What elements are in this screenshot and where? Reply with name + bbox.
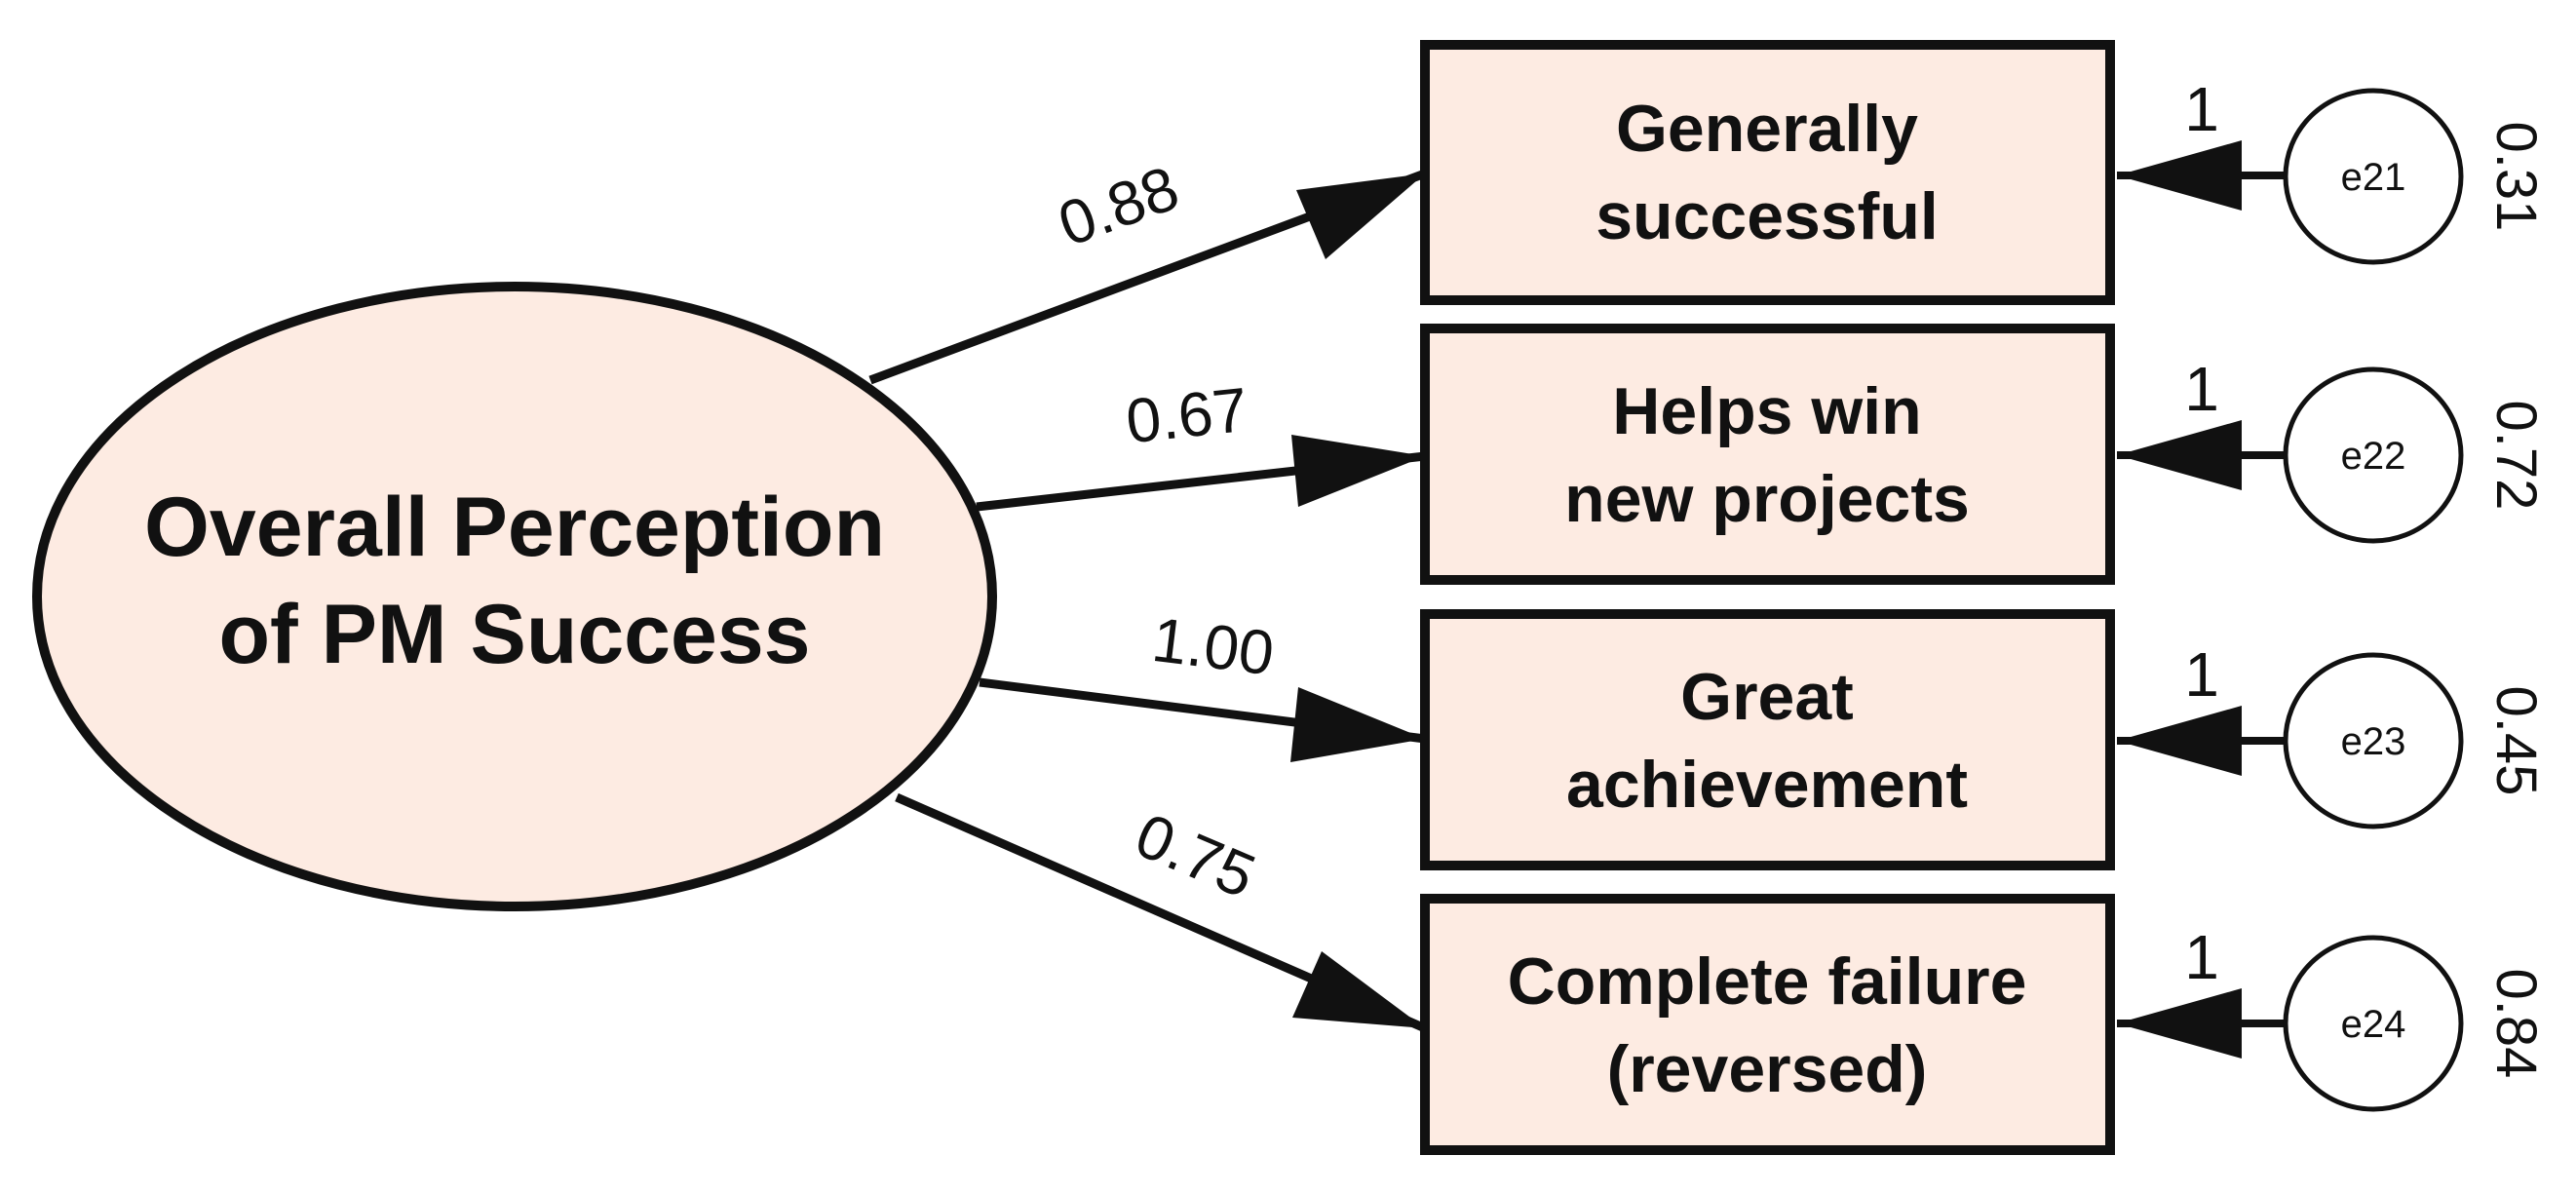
error-circle [2283, 88, 2464, 265]
error-circle [2283, 652, 2464, 829]
error-term-e22: 1 e22 0.72 [2117, 354, 2548, 544]
error-circle [2283, 935, 2464, 1112]
indicator-label-line2: new projects [1564, 462, 1970, 536]
indicator-label-line1: Generally [1616, 92, 1918, 166]
latent-ellipse [32, 282, 997, 911]
error-name: e23 [2341, 720, 2406, 763]
error-term-e23: 1 e23 0.45 [2117, 639, 2548, 829]
arrowhead-icon [1291, 435, 1425, 507]
error-name: e22 [2341, 435, 2406, 478]
loading-paths: 0.88 0.67 1.00 0.75 [868, 152, 1427, 1033]
error-term-e24: 1 e24 0.84 [2117, 922, 2548, 1112]
latent-label-line2: of PM Success [219, 588, 811, 681]
indicator-label-line2: successful [1596, 179, 1939, 253]
indicator-complete-failure-reversed: Complete failure (reversed) [1420, 894, 2115, 1155]
latent-construct: Overall Perception of PM Success [32, 282, 997, 911]
indicator-boxes: Generally successful Helps win new proje… [1420, 40, 2115, 1155]
arrowhead-icon [1292, 951, 1425, 1028]
indicator-box [1420, 894, 2115, 1155]
indicator-generally-successful: Generally successful [1420, 40, 2115, 305]
arrowhead-icon [2117, 706, 2242, 776]
arrowhead-icon [2117, 140, 2242, 211]
path-great-achievement: 1.00 [979, 604, 1426, 762]
indicator-label-line2: achievement [1566, 748, 1968, 822]
path-helps-win: 0.67 [976, 374, 1426, 512]
fixed-path-label: 1 [2184, 74, 2219, 144]
indicator-box [1420, 324, 2115, 585]
arrowhead-icon [2117, 420, 2242, 490]
arrowhead-icon [1296, 173, 1425, 259]
fixed-path-label: 1 [2184, 354, 2219, 424]
arrowhead-icon [2117, 988, 2242, 1059]
loading-value: 0.75 [1126, 799, 1265, 911]
latent-label-line1: Overall Perception [144, 481, 885, 574]
error-name: e24 [2341, 1003, 2406, 1046]
indicator-great-achievement: Great achievement [1420, 609, 2115, 870]
error-variance: 0.72 [2484, 401, 2548, 511]
error-name: e21 [2341, 156, 2406, 199]
error-terms: 1 e21 0.31 1 e22 0.72 1 e23 0.45 1 e24 [2117, 74, 2548, 1112]
indicator-label-line1: Helps win [1612, 374, 1921, 448]
indicator-helps-win-new-projects: Helps win new projects [1420, 324, 2115, 585]
loading-value: 0.67 [1123, 374, 1250, 457]
error-circle [2283, 366, 2464, 544]
fixed-path-label: 1 [2184, 922, 2219, 992]
error-variance: 0.84 [2484, 969, 2548, 1079]
indicator-box [1420, 609, 2115, 870]
error-variance: 0.45 [2484, 686, 2548, 796]
indicator-box [1420, 40, 2115, 305]
fixed-path-label: 1 [2184, 639, 2219, 710]
loading-value: 0.88 [1050, 152, 1188, 259]
indicator-label-line2: (reversed) [1607, 1032, 1928, 1106]
indicator-label-line1: Complete failure [1508, 944, 2027, 1019]
indicator-label-line1: Great [1680, 660, 1854, 734]
loading-value: 1.00 [1148, 604, 1277, 689]
path-complete-failure: 0.75 [895, 792, 1427, 1033]
error-term-e21: 1 e21 0.31 [2117, 74, 2548, 265]
path-generally-successful: 0.88 [868, 152, 1427, 385]
arrowhead-icon [1290, 687, 1425, 762]
error-variance: 0.31 [2484, 122, 2548, 232]
